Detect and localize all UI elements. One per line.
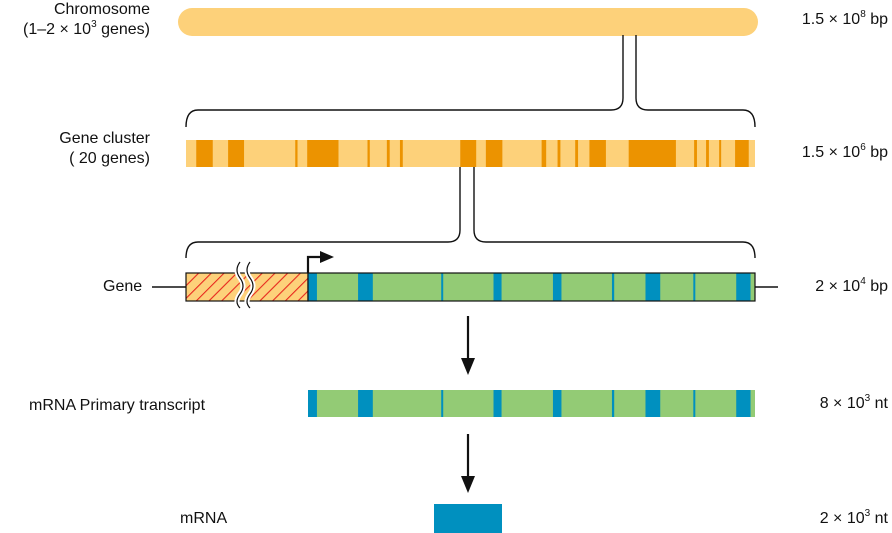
primary-transcript-size-unit: nt [870, 395, 888, 412]
exon-segment [693, 390, 696, 417]
chromosome-gene-count-unit: genes) [96, 21, 150, 38]
gene-size: 2 × 104 bp [815, 277, 888, 297]
gene-cluster-label-line1: Gene cluster [59, 130, 150, 147]
gene-size-unit: bp [865, 278, 888, 295]
chromosome-label-line2: (1–2 × 103 genes) [23, 20, 150, 40]
gene-label: Gene [103, 278, 143, 295]
chromosome-bar [178, 8, 758, 36]
chromosome-size: 1.5 × 108 bp [802, 10, 888, 30]
gene-cluster-size-base: 1.5 × 10 [801, 144, 861, 161]
exon-segment [552, 390, 562, 417]
chromosome-zoom-bracket [185, 35, 756, 128]
cluster-gene-segment [460, 140, 477, 167]
gene-coding-bar [308, 273, 755, 301]
mrna-size-unit: nt [870, 510, 888, 527]
exon-segment [358, 390, 373, 417]
mrna-size: 2 × 103 nt [820, 509, 888, 529]
exon-segment [693, 273, 696, 301]
cluster-gene-segment [557, 140, 561, 167]
exon-segment [308, 273, 317, 301]
transcription-start-arrow-icon [306, 251, 334, 273]
exon-segment [611, 390, 615, 417]
cluster-gene-segment [399, 140, 403, 167]
exon-segment [645, 390, 661, 417]
chromosome-label-line1: Chromosome [53, 1, 150, 18]
exon-segment [611, 273, 615, 301]
exon-segment [441, 273, 444, 301]
exon-segment [552, 273, 562, 301]
exon-segment [441, 390, 444, 417]
cluster-gene-segment [575, 140, 579, 167]
gene-exons [308, 273, 751, 301]
chromosome-size-unit: bp [865, 11, 888, 28]
cluster-gene-segment [295, 140, 298, 167]
mrna-label: mRNA [180, 510, 228, 527]
cluster-gene-segment [367, 140, 370, 167]
cluster-gene-segment [541, 140, 547, 167]
chromosome-gene-count-exponent: 3 [91, 19, 97, 30]
chromosome-size-exponent: 8 [860, 9, 866, 20]
cluster-gene-segment [228, 140, 245, 167]
exon-segment [308, 390, 317, 417]
cluster-gene-segment [735, 140, 749, 167]
primary-transcript-bar [308, 390, 755, 417]
primary-transcript-size-exponent: 3 [864, 393, 871, 404]
gene-coding-outline [307, 272, 756, 302]
chromosome-size-base: 1.5 × 10 [801, 11, 861, 28]
gene-cluster-size-exponent: 6 [860, 142, 866, 153]
cluster-gene-segment [196, 140, 213, 167]
transcription-arrow-icon [461, 316, 475, 375]
cluster-gene-segment [628, 140, 676, 167]
primary-transcript-size: 8 × 103 nt [820, 394, 888, 414]
cluster-gene-segment [694, 140, 697, 167]
exon-segment [736, 390, 751, 417]
primary-transcript-size-base: 8 × 10 [819, 395, 865, 412]
cluster-gene-segment [386, 140, 390, 167]
exon-segment [493, 390, 502, 417]
gene-cluster-size: 1.5 × 106 bp [802, 143, 888, 163]
gene-cluster-size-unit: bp [865, 144, 888, 161]
exon-segment [493, 273, 502, 301]
chromosome-gene-count-base: (1–2 × 10 [23, 21, 92, 38]
chromosome-label: Chromosome (1–2 × 103 genes) [23, 0, 150, 40]
mature-mrna-bar [434, 504, 502, 533]
cluster-gene-segment [485, 140, 503, 167]
exon-segment [358, 273, 373, 301]
mrna-size-exponent: 3 [864, 508, 871, 519]
primary-transcript-exons [308, 390, 751, 417]
cluster-gene-segment [307, 140, 339, 167]
mrna-size-base: 2 × 10 [819, 510, 865, 527]
gene-cluster-genes [196, 140, 749, 167]
exon-segment [645, 273, 661, 301]
cluster-gene-segment [706, 140, 709, 167]
gene-size-exponent: 4 [860, 276, 866, 287]
gene-size-base: 2 × 10 [815, 278, 861, 295]
splicing-arrow-icon [461, 434, 475, 493]
cluster-gene-segment [719, 140, 722, 167]
cluster-gene-segment [589, 140, 606, 167]
exon-segment [736, 273, 751, 301]
gene-cluster-label-line2: ( 20 genes) [69, 150, 150, 167]
gene-cluster-label: Gene cluster ( 20 genes) [59, 129, 150, 169]
cluster-zoom-bracket [185, 167, 756, 259]
primary-transcript-label: mRNA Primary transcript [29, 397, 206, 414]
sequence-break-icon [234, 260, 256, 310]
